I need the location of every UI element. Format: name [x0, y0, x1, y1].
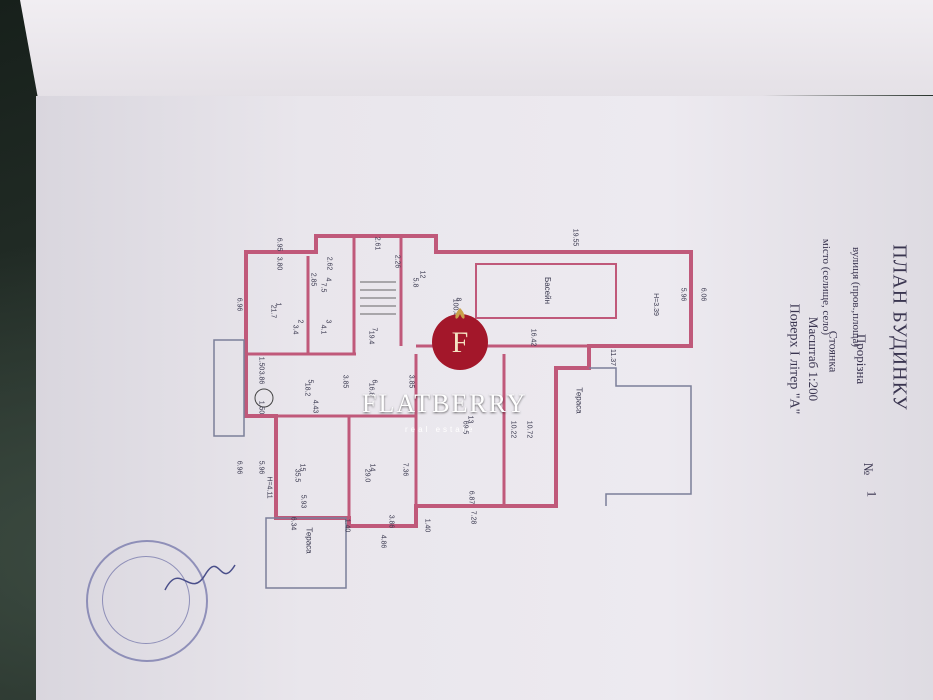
- dimension: 5.96: [257, 460, 265, 475]
- pool-label: Басейн: [543, 276, 553, 305]
- dimension: 4.43: [311, 399, 319, 414]
- dimension: 1.50: [257, 356, 265, 371]
- dimension: 1.50: [257, 400, 265, 415]
- dimension: 6.95: [275, 237, 283, 252]
- dimension: 6.96: [235, 460, 243, 475]
- dimension: 1.40: [423, 518, 431, 533]
- room-area: 35.5: [293, 468, 301, 483]
- dimension: 2.61: [373, 236, 381, 251]
- height-label: H=3.39: [651, 293, 659, 316]
- room-area: 5.8: [411, 277, 419, 288]
- dimension: 3.85: [341, 374, 349, 389]
- room-area: 29.0: [363, 468, 371, 483]
- dimension: 5.96: [679, 287, 687, 302]
- dimension: 3.85: [407, 374, 415, 389]
- folded-top-sheet: [20, 0, 933, 100]
- dimension: 11.37: [609, 349, 616, 366]
- svg-text:F: F: [452, 326, 469, 359]
- dimension: 5.93: [299, 494, 307, 509]
- dimension: 2.26: [393, 254, 401, 269]
- dimension: 6.34: [289, 516, 297, 531]
- room-number: 12: [418, 270, 426, 279]
- dimension: 3.80: [275, 256, 283, 271]
- watermark-brand: FLATBERRY: [362, 389, 528, 418]
- terrace-label: Тераса: [304, 527, 314, 554]
- dimension: 7.36: [401, 462, 409, 477]
- height-label: H=4.11: [265, 476, 273, 499]
- room-area: 4.1: [319, 324, 327, 335]
- dimension: 10.72: [525, 420, 533, 439]
- room-area: 7.5: [319, 282, 327, 293]
- dimension: 10.22: [509, 420, 517, 439]
- watermark-tagline: real estate: [405, 425, 476, 434]
- dimension: 6.96: [235, 297, 243, 312]
- dimension: 7.28: [469, 510, 477, 525]
- dimension: 4.86: [379, 534, 387, 549]
- floor-plan: [213, 234, 693, 589]
- room-number: 3: [324, 319, 332, 324]
- dimension: 3.86: [257, 370, 265, 385]
- dimension: 2.62: [325, 256, 333, 271]
- signature: [164, 564, 236, 591]
- dimension: 2.85: [309, 272, 317, 287]
- room-number: 4: [324, 277, 332, 282]
- dimension: 16.42: [529, 328, 537, 347]
- room-area: 3.4: [291, 324, 299, 335]
- terrace-label: Тераса: [574, 387, 584, 414]
- room-area: 18.2: [303, 382, 311, 397]
- room-area: 19.4: [367, 330, 375, 345]
- dimension: 19.55: [571, 228, 579, 247]
- dimension: 3.86: [387, 514, 395, 529]
- flatberry-logo-icon: F: [432, 308, 488, 370]
- dimension: 6.06: [699, 287, 707, 302]
- room-area: 21.7: [269, 304, 277, 319]
- official-stamp: [86, 540, 208, 662]
- dimension: 1.40: [343, 518, 351, 533]
- dimension: 6.87: [467, 490, 475, 505]
- room-number: 2: [296, 319, 304, 324]
